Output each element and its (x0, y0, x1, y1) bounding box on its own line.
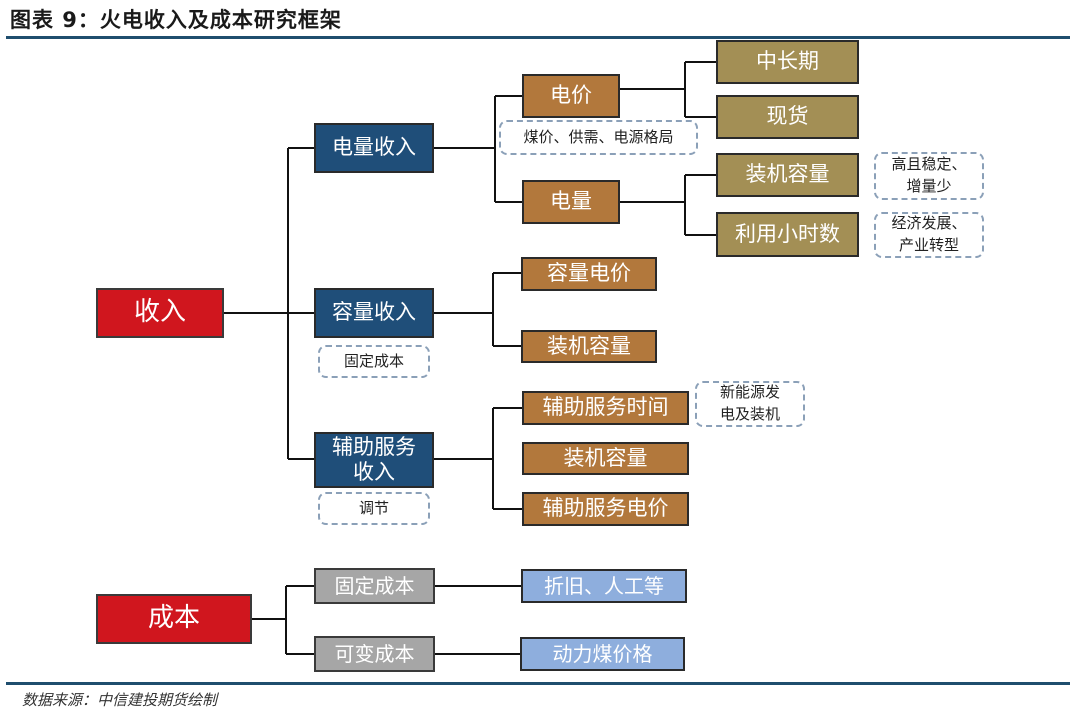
installed-capacity-node: 装机容量 (716, 153, 859, 197)
ancillary-revenue-node: 辅助服务 收入 (314, 432, 434, 488)
capacity-installed-node: 装机容量 (521, 330, 657, 363)
bottom-rule (6, 682, 1070, 685)
source-note: 数据来源：中信建投期货绘制 (22, 691, 218, 709)
top-rule (6, 36, 1070, 39)
ancillary-note: 调节 (318, 492, 430, 525)
variable-cost-detail-node: 动力煤价格 (520, 637, 685, 671)
utilization-hours-node: 利用小时数 (716, 212, 859, 257)
variable-cost-node: 可变成本 (314, 636, 435, 672)
fixed-cost-node: 固定成本 (314, 568, 435, 604)
ancillary-time-node: 辅助服务时间 (522, 391, 689, 425)
energy-revenue-node: 电量收入 (314, 123, 434, 173)
ancillary-installed-node: 装机容量 (522, 442, 689, 475)
revenue-root-node: 收入 (96, 288, 224, 338)
spot-node: 现货 (716, 95, 859, 139)
capacity-revenue-node: 容量收入 (314, 288, 434, 338)
long-term-node: 中长期 (716, 40, 859, 84)
figure-title: 图表 9：火电收入及成本研究框架 (10, 8, 342, 32)
capacity-side-note: 高且稳定、 增量少 (874, 152, 984, 200)
fixed-cost-detail-node: 折旧、人工等 (521, 569, 687, 603)
price-node: 电价 (522, 74, 620, 118)
volume-node: 电量 (522, 180, 620, 224)
cost-root-node: 成本 (96, 594, 252, 644)
hours-side-note: 经济发展、 产业转型 (874, 212, 984, 258)
capacity-price-node: 容量电价 (521, 257, 657, 291)
capacity-note: 固定成本 (318, 345, 430, 378)
new-energy-note: 新能源发 电及装机 (695, 381, 805, 427)
ancillary-price-node: 辅助服务电价 (522, 492, 689, 526)
price-note: 煤价、供需、电源格局 (499, 120, 698, 155)
